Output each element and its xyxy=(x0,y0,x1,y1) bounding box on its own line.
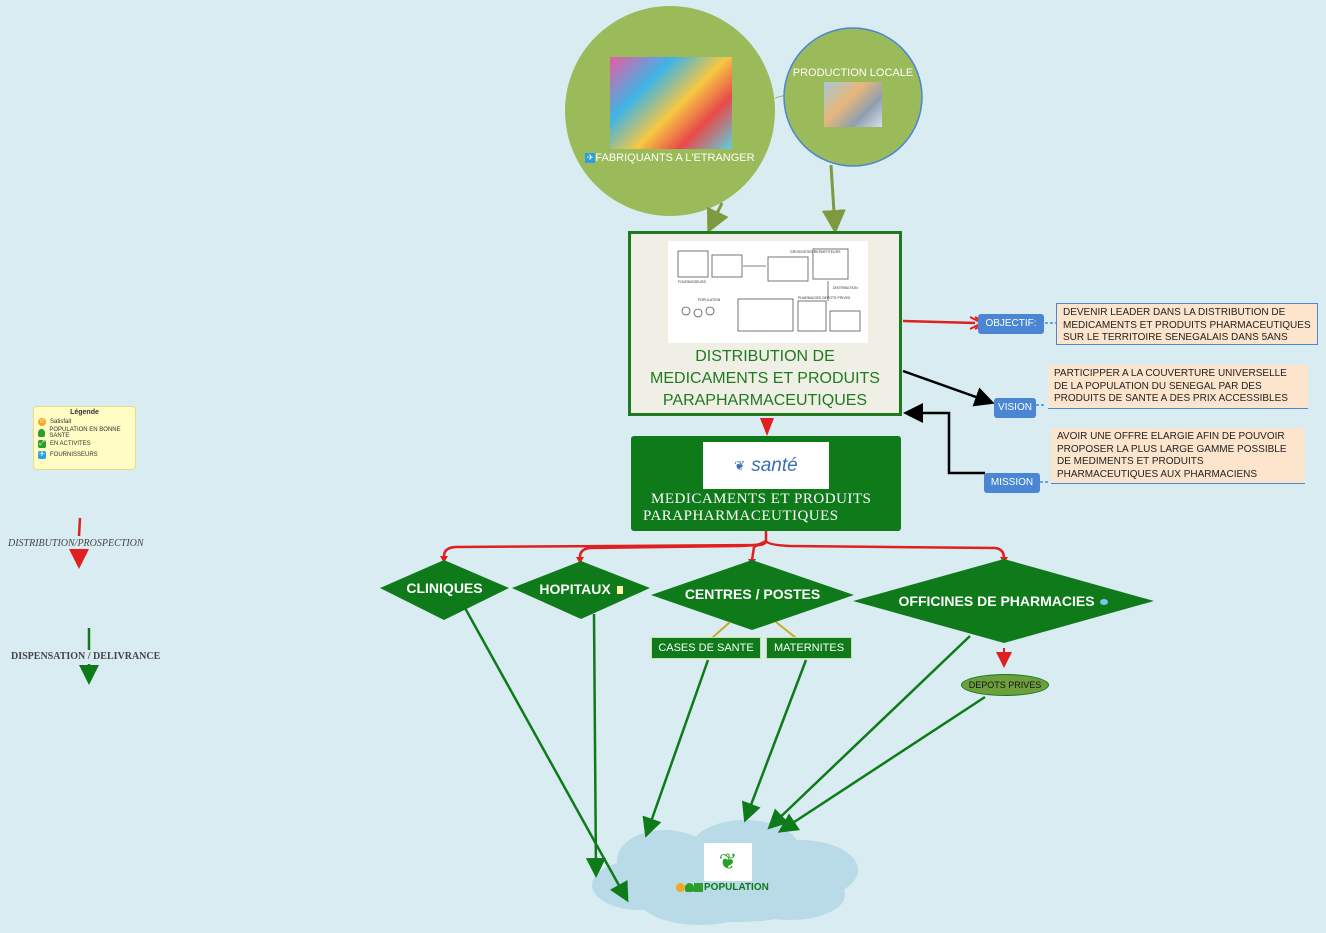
plane-icon: ✈ xyxy=(585,153,596,164)
sketch-label: POPULATION xyxy=(698,298,721,302)
activity-icon: ⤢ xyxy=(38,439,46,448)
legend-item: ⤢ EN ACTIVITES xyxy=(34,438,135,449)
mission-connector xyxy=(903,403,985,475)
plant-image: ❦ xyxy=(704,843,752,881)
legend-box: Légende ☺ Satisfait POPULATION EN BONNE … xyxy=(33,406,136,470)
foreign-supplier-label[interactable]: ✈FABRIQUANTS A L'ETRANGER xyxy=(585,152,755,164)
officines-label[interactable]: OFFICINES DE PHARMACIES xyxy=(853,593,1154,609)
medicaments-text: MEDICAMENTS ET PRODUITS PARAPHARMACEUTIQ… xyxy=(643,491,872,524)
population-label[interactable]: POPULATION xyxy=(676,882,796,893)
cliniques-label[interactable]: CLINIQUES xyxy=(406,580,483,596)
arrow-local-to-central xyxy=(821,164,846,234)
local-pills-image xyxy=(824,82,882,127)
central-distribution-box[interactable]: FOURNISSEURS DISTRIBUTION POPULATION PHA… xyxy=(628,231,902,416)
vision-note: PARTICIPPER A LA COUVERTURE UNIVERSELLE … xyxy=(1048,365,1308,409)
sketch-label: DISTRIBUTION xyxy=(833,286,858,290)
mission-note: AVOIR UNE OFFRE ELARGIE AFIN DE POUVOIR … xyxy=(1051,428,1305,484)
person-icon xyxy=(685,882,694,892)
plane-icon: ✈ xyxy=(38,450,46,459)
centres-diamond xyxy=(651,560,854,630)
legend-item-label: Satisfait xyxy=(50,418,72,425)
smiley-icon: ☺ xyxy=(38,417,46,426)
sketch-label: FOURNISSEURS xyxy=(678,280,706,284)
legend-item: POPULATION EN BONNE SANTE xyxy=(34,426,135,439)
sketch-label: GROSSISTES REPARTITEURS xyxy=(790,250,841,254)
distribution-arcs xyxy=(442,531,1006,561)
comment-icon xyxy=(1100,599,1109,606)
objectif-note: DEVENIR LEADER DANS LA DISTRIBUTION DE M… xyxy=(1056,303,1318,345)
vision-connector xyxy=(902,369,995,407)
pills-image xyxy=(610,57,732,149)
objectif-tag[interactable]: OBJECTIF: xyxy=(978,314,1044,334)
legend-item-label: EN ACTIVITES xyxy=(50,440,91,447)
distribution-sketch-image: FOURNISSEURS DISTRIBUTION POPULATION PHA… xyxy=(668,241,868,343)
distribution-legend-label: DISTRIBUTION/PROSPECTION xyxy=(8,538,144,549)
sante-logo: ❦ santé xyxy=(703,442,829,489)
depots-prives-node[interactable]: DEPOTS PRIVES xyxy=(961,674,1049,696)
person-icon xyxy=(38,428,46,437)
mission-tag[interactable]: MISSION xyxy=(984,473,1040,493)
arrow-central-to-med xyxy=(760,418,774,436)
legend-item: ✈ FOURNISSEURS xyxy=(34,449,135,460)
arrow-foreign-to-central xyxy=(706,202,729,234)
centres-label[interactable]: CENTRES / POSTES xyxy=(684,586,821,602)
sante-logo-icon: ❦ xyxy=(734,457,746,473)
dispensation-legend-label: DISPENSATION / DELIVRANCE xyxy=(11,651,161,662)
activity-icon xyxy=(694,882,703,892)
legend-item: ☺ Satisfait xyxy=(34,416,135,427)
central-title: DISTRIBUTION DE MEDICAMENTS ET PRODUITS … xyxy=(650,348,880,409)
officines-diamond xyxy=(853,559,1154,643)
legend-item-label: FOURNISSEURS xyxy=(50,451,98,458)
vision-tag[interactable]: VISION xyxy=(994,398,1036,418)
note-icon xyxy=(616,586,623,595)
legend-title: Légende xyxy=(70,409,99,416)
sketch-label: PHARMACIES DEPOTS PRIVES xyxy=(798,296,851,300)
cases-sante-node[interactable]: CASES DE SANTE xyxy=(651,637,761,659)
medicaments-box[interactable]: ❦ santé MEDICAMENTS ET PRODUITS PARAPHAR… xyxy=(631,436,901,531)
objectif-connector xyxy=(902,319,976,325)
hopitaux-diamond xyxy=(512,561,650,619)
maternites-node[interactable]: MATERNITES xyxy=(766,637,852,659)
smiley-icon xyxy=(676,882,685,892)
hopitaux-label[interactable]: HOPITAUX xyxy=(512,581,650,597)
cliniques-diamond xyxy=(380,560,509,620)
legend-item-label: POPULATION EN BONNE SANTE xyxy=(49,426,121,439)
local-supplier-label[interactable]: PRODUCTION LOCALE xyxy=(792,67,914,79)
